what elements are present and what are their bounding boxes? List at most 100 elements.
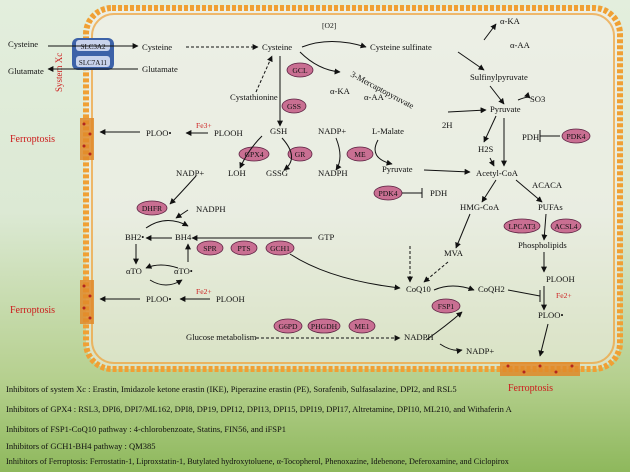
two-h-label: 2H [442,120,453,130]
enzyme-gcl: GCL [286,62,314,78]
ploo-node-1: PLOO• [146,128,171,138]
gsh-node: GSH [270,126,287,136]
acaca-label: ACACA [532,180,563,190]
ferroptosis-label-3: Ferroptosis [508,383,553,394]
alpha-aa-label-2: α-AA [364,92,385,102]
alpha-to-radical-node: αTO• [174,266,193,276]
phospholipids-node: Phospholipids [518,240,567,250]
svg-text:G6PD: G6PD [279,322,299,331]
outside-cysteine: Cysteine [8,39,38,49]
inhibitors-ferroptosis: Inhibitors of Ferroptosis: Ferrostatin-1… [6,457,509,466]
svg-text:LPCAT3: LPCAT3 [508,222,535,231]
svg-text:PDK4: PDK4 [567,132,586,141]
enzyme-gch1: GCH1 [265,240,295,256]
svg-text:PTS: PTS [237,244,250,253]
svg-text:DHFR: DHFR [142,204,163,213]
coqh2-node: CoQH2 [478,284,505,294]
alpha-aa-label-1: α-AA [510,40,531,50]
nadph-node-2: NADPH [196,204,226,214]
ploo-node-2: PLOO• [146,294,171,304]
enzyme-phgdh: PHGDH [307,318,341,334]
svg-text:GR: GR [295,150,306,159]
enzyme-me1: ME1 [348,318,376,334]
fe2-right-label: Fe2+ [556,291,572,300]
inhibitors-gch1: Inhibitors of GCH1-BH4 pathway : QM385 [6,441,156,451]
enzyme-pdk4-mid: PDK4 [373,185,403,201]
ploo-node-3: PLOO• [538,310,563,320]
inhibitors-system-xc: Inhibitors of system Xc : Erastin, Imida… [6,384,457,394]
svg-text:GSS: GSS [287,102,301,111]
acetyl-coa-node: Acetyl-CoA [476,168,519,178]
cell-interior [86,8,620,369]
nadp-plus-node-1: NADP+ [318,126,346,136]
enzyme-pdk4-top: PDK4 [561,128,591,144]
h2s-node: H2S [478,144,494,154]
svg-text:PHGDH: PHGDH [311,322,338,331]
svg-text:SPR: SPR [203,244,217,253]
inhibitors-gpx4: Inhibitors of GPX4 : RSL3, DPI6, DPI7/ML… [6,404,512,414]
system-xc-label: System Xc [54,53,64,92]
pathway-arrows [99,23,560,357]
alpha-ka-label-2: α-KA [330,86,351,96]
svg-text:PDK4: PDK4 [379,189,398,198]
nadp-plus-node-2: NADP+ [176,168,204,178]
cysteine-node: Cysteine [262,42,292,52]
pyruvate-node-1: Pyruvate [490,104,521,114]
enzyme-gr: GR [287,146,313,162]
enzyme-me: ME [346,146,374,162]
svg-text:ACSL4: ACSL4 [554,222,577,231]
cysteine-sulfinate-node: Cysteine sulfinate [370,42,432,52]
enzyme-spr: SPR [196,240,224,256]
alpha-ka-label-1: α-KA [500,16,521,26]
membrane-damage-left-bottom [80,280,94,324]
ferroptosis-label-1: Ferroptosis [10,134,55,145]
inside-cysteine: Cysteine [142,42,172,52]
svg-text:ME1: ME1 [354,322,369,331]
inhibitors-fsp1: Inhibitors of FSP1-CoQ10 pathway : 4-chl… [6,424,287,434]
fe2-left-label: Fe2+ [196,287,212,296]
membrane-damage-left-top [80,118,94,160]
fe3-label: Fe3+ [196,121,212,130]
slc3a2-label: SLC3A2 [81,43,106,51]
mva-node: MVA [444,248,464,258]
sulfinylpyruvate-node: Sulfinylpyruvate [470,72,528,82]
slc7a11-label: SLC7A11 [79,59,108,67]
enzyme-fsp1: FSP1 [431,298,461,314]
outside-glutamate: Glutamate [8,66,44,76]
hmg-coa-node: HMG-CoA [460,202,500,212]
nadp-plus-node-3: NADP+ [466,346,494,356]
glucose-metabolism-node: Glucose metabolism [186,332,257,342]
system-xc-transporter: SLC3A2 SLC7A11 [72,38,114,70]
gssg-node: GSSG [266,168,288,178]
enzyme-acsl4: ACSL4 [550,218,582,234]
l-malate-node: L-Malate [372,126,404,136]
svg-text:ME: ME [354,150,366,159]
plooh-node-3: PLOOH [216,294,245,304]
pufas-node: PUFAs [538,202,563,212]
nadph-node-3: NADPH [404,332,434,342]
ferroptosis-label-2: Ferroptosis [10,305,55,316]
so3-label: SO3 [530,94,545,104]
svg-text:GCL: GCL [292,66,308,75]
enzyme-dhfr: DHFR [136,200,168,216]
svg-text:GPX4: GPX4 [245,150,264,159]
bh2-node: BH2• [125,232,144,242]
cystathionine-node: Cystathionine [230,92,278,102]
enzyme-gss: GSS [281,98,307,114]
enzyme-lpcat3: LPCAT3 [503,218,541,234]
svg-text:GCH1: GCH1 [270,244,290,253]
nadph-node-1: NADPH [318,168,348,178]
plooh-node-2: PLOOH [546,274,575,284]
enzyme-g6pd: G6PD [273,318,303,334]
bh4-node: BH4 [175,232,192,242]
inside-glutamate: Glutamate [142,64,178,74]
pdh-label-2: PDH [430,188,447,198]
enzyme-gpx4: GPX4 [238,146,270,162]
enzyme-pts: PTS [230,240,258,256]
svg-text:FSP1: FSP1 [438,302,455,311]
cell-membrane [83,5,623,372]
membrane-damage-bottom [500,362,580,376]
alpha-to-node: αTO [126,266,142,276]
